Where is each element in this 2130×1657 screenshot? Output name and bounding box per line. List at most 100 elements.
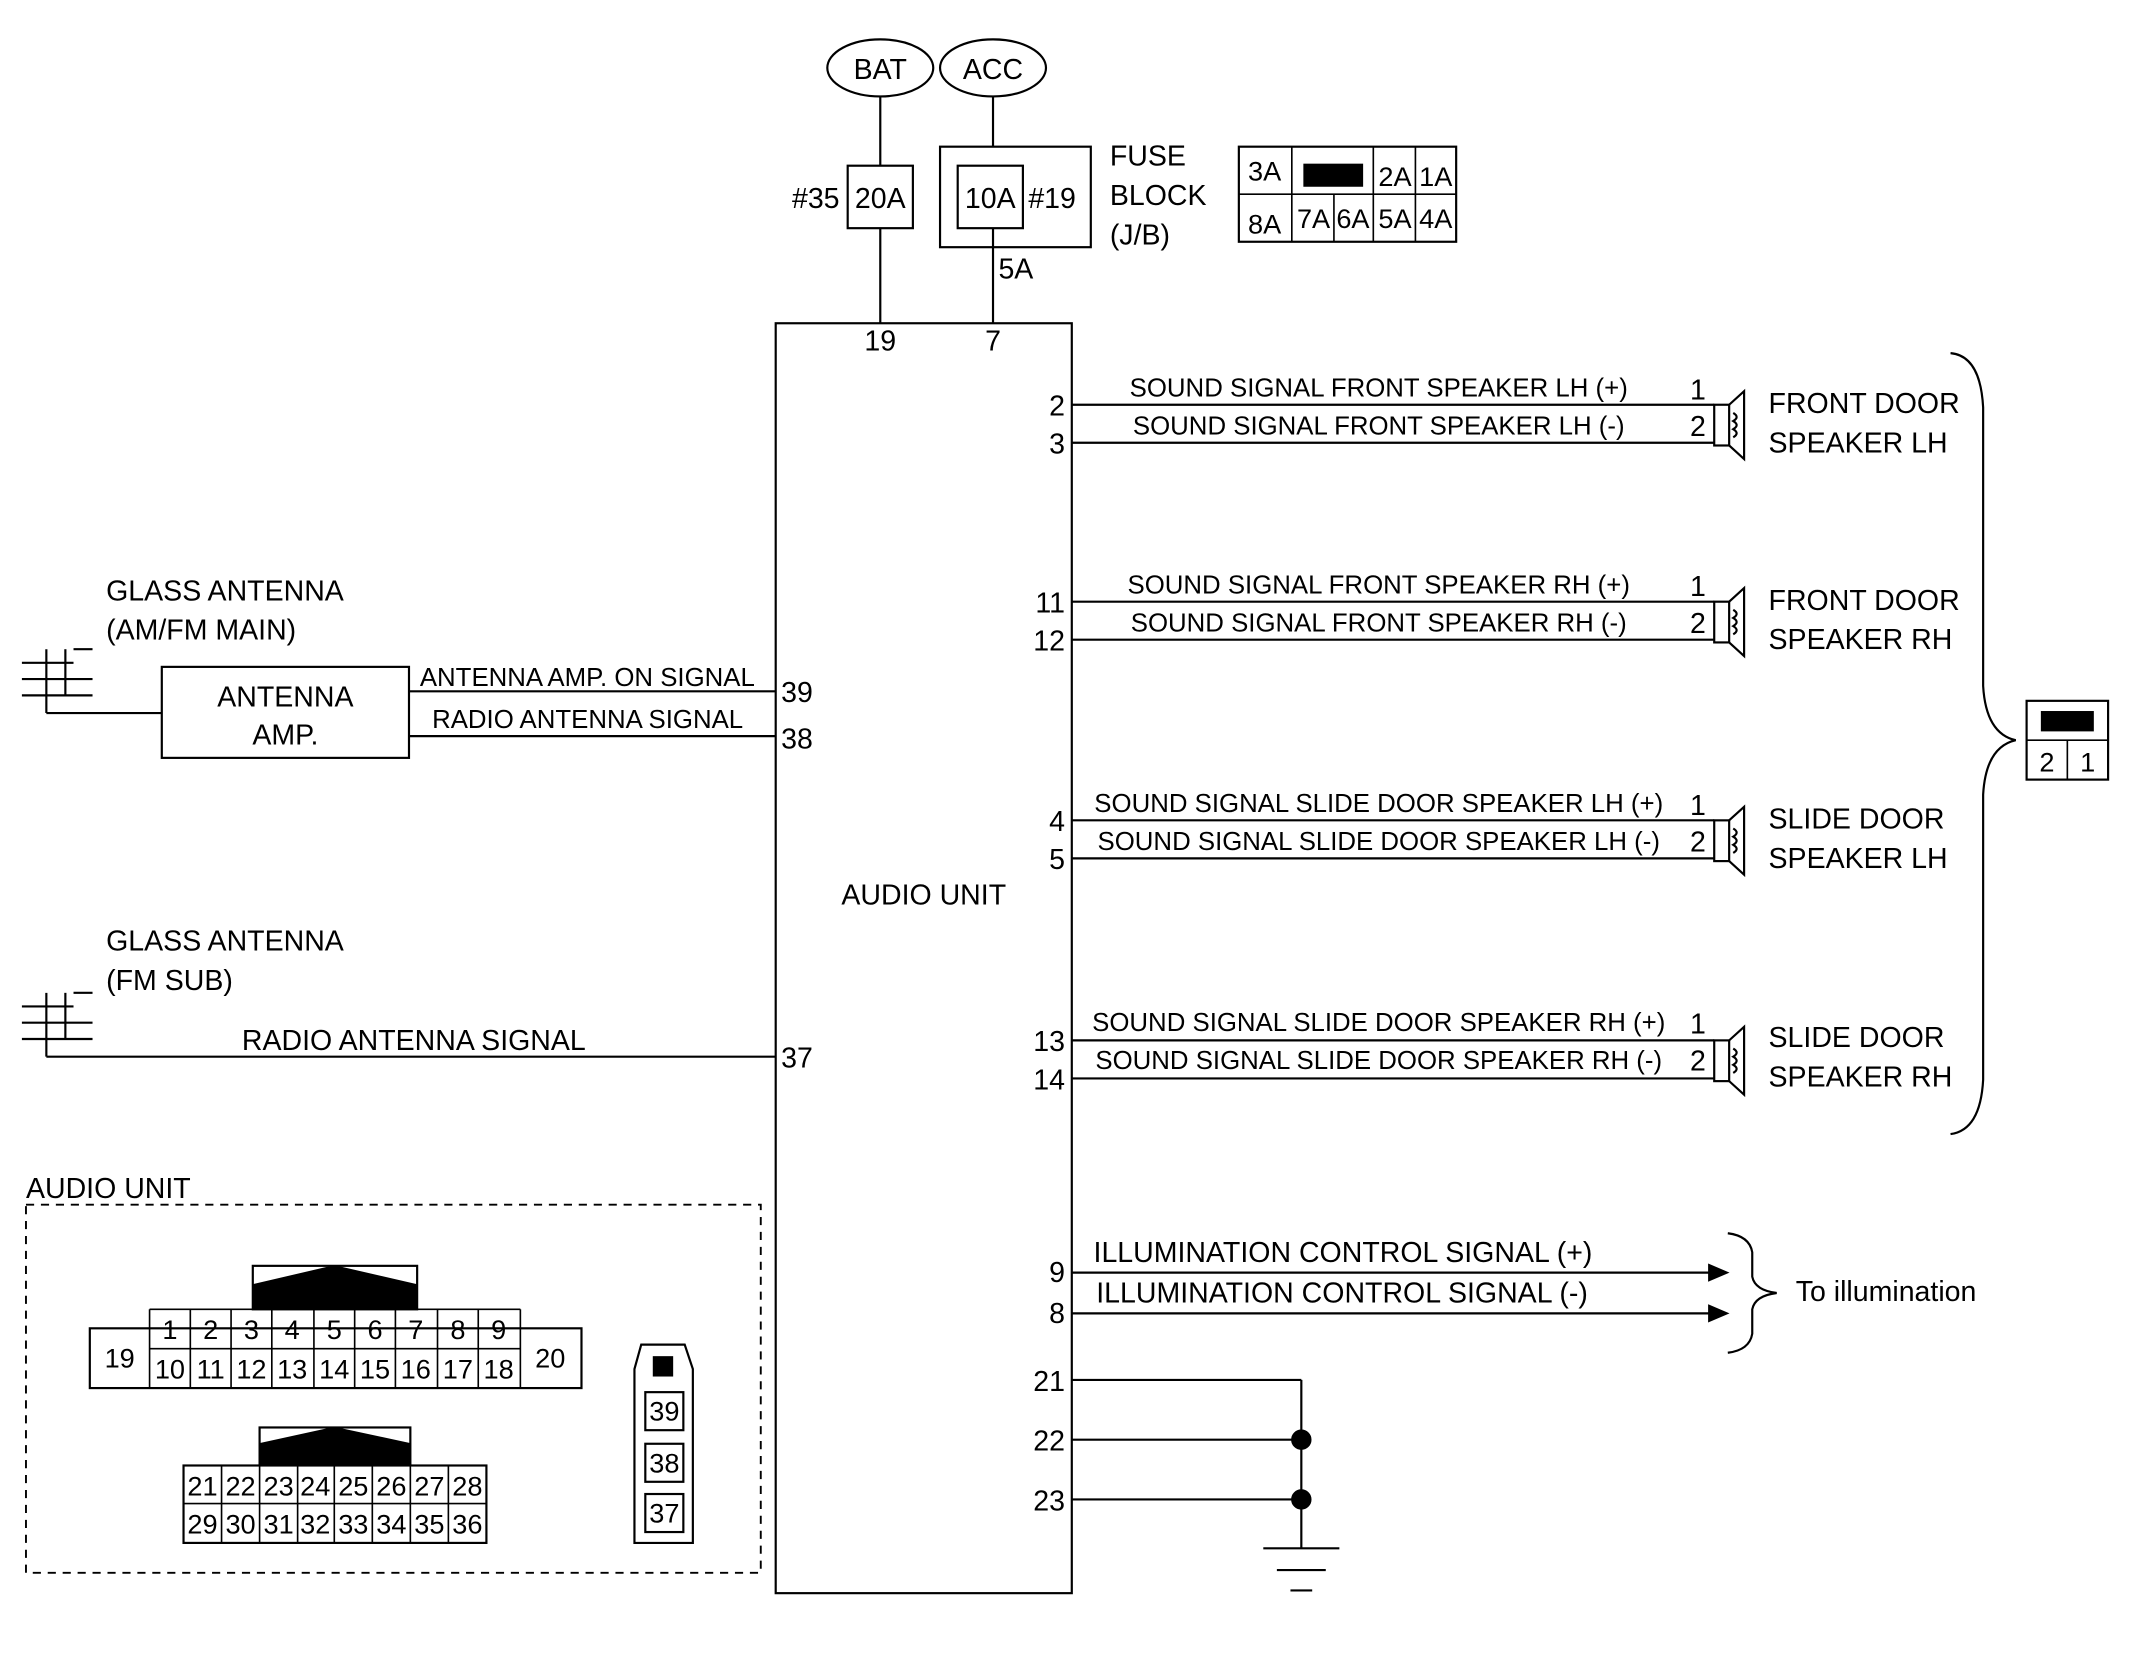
- fb-pin-8a: 8A: [1248, 209, 1282, 240]
- front-rh-plus-label: SOUND SIGNAL FRONT SPEAKER RH (+): [1128, 572, 1630, 600]
- front-rh-pin-2: 2: [1690, 608, 1706, 640]
- audio-unit-label: AUDIO UNIT: [841, 880, 1006, 912]
- speaker-icon: [1713, 1024, 1746, 1098]
- glass-antenna-main-icon: [21, 648, 162, 715]
- c2-pin: 29: [187, 1508, 217, 1539]
- radio-antenna-signal-1: RADIO ANTENNA SIGNAL: [432, 706, 743, 734]
- fb-pin-2a: 2A: [1378, 161, 1412, 192]
- c1-pin: 17: [443, 1354, 473, 1385]
- glass-antenna-main-label-1: GLASS ANTENNA: [106, 575, 344, 607]
- front-door-speaker-rh-label-1: FRONT DOOR: [1769, 585, 1960, 617]
- pin-7: 7: [985, 325, 1001, 357]
- speaker-icon: [1713, 388, 1746, 462]
- audio-unit-box: [774, 322, 1073, 1595]
- c1-pin: 3: [244, 1314, 259, 1345]
- pin-5: 5: [1049, 844, 1065, 876]
- speaker-slide-lh-circuit: 4 5 SOUND SIGNAL SLIDE DOOR SPEAKER LH (…: [1049, 790, 1948, 878]
- antenna-amp-on-signal: ANTENNA AMP. ON SIGNAL: [420, 664, 755, 692]
- slide-door-speaker-lh-label-1: SLIDE DOOR: [1769, 804, 1945, 836]
- c1-pin: 16: [401, 1354, 431, 1385]
- radio-antenna-signal-2: RADIO ANTENNA SIGNAL: [242, 1025, 586, 1057]
- fuse-tap-label: 5A: [998, 253, 1033, 285]
- c3-pin-38: 38: [649, 1447, 679, 1478]
- connector-lock-tab: [2040, 711, 2094, 732]
- illumination-plus-label: ILLUMINATION CONTROL SIGNAL (+): [1094, 1237, 1593, 1269]
- speaker-conn-pin-2: 2: [2039, 746, 2054, 777]
- connector-lock-tab: [652, 1356, 674, 1377]
- c1-pin: 4: [285, 1314, 300, 1345]
- c1-pin: 14: [319, 1354, 349, 1385]
- c2-pin: 32: [300, 1508, 330, 1539]
- slide-lh-pin-1: 1: [1690, 790, 1706, 822]
- pin-21: 21: [1033, 1366, 1065, 1398]
- pin-23: 23: [1033, 1485, 1065, 1517]
- speaker-connector: 2 1: [2025, 699, 2110, 781]
- antenna-amp-label-1: ANTENNA: [217, 681, 353, 713]
- c1-pin: 8: [450, 1314, 465, 1345]
- pin-8: 8: [1049, 1298, 1065, 1330]
- c1-pin: 12: [236, 1354, 266, 1385]
- c1-pin: 15: [360, 1354, 390, 1385]
- slide-rh-plus-label: SOUND SIGNAL SLIDE DOOR SPEAKER RH (+): [1092, 1009, 1665, 1037]
- speaker-front-lh-circuit: 2 3 SOUND SIGNAL FRONT SPEAKER LH (+) SO…: [1049, 374, 1960, 462]
- pin-11: 11: [1035, 588, 1065, 620]
- front-lh-pin-2: 2: [1690, 411, 1706, 443]
- audio-connector-3: 39 38 37: [633, 1343, 694, 1544]
- pin-39: 39: [781, 677, 813, 709]
- glass-antenna-sub-label-1: GLASS ANTENNA: [106, 926, 344, 958]
- connector-lock-tab: [1303, 163, 1364, 187]
- illumination-brace: [1727, 1232, 1777, 1354]
- c3-pin-39: 39: [649, 1396, 679, 1427]
- fuse-block-label-1: FUSE: [1110, 141, 1186, 173]
- c2-pin: 24: [300, 1470, 330, 1501]
- glass-antenna-main-label-2: (AM/FM MAIN): [106, 615, 296, 647]
- c1-pin: 10: [155, 1354, 185, 1385]
- slide-door-speaker-rh-label-2: SPEAKER RH: [1769, 1062, 1953, 1094]
- front-door-speaker-lh-label-2: SPEAKER LH: [1769, 427, 1948, 459]
- ground-icon: [1263, 1547, 1340, 1592]
- fb-pin-6a: 6A: [1336, 203, 1370, 234]
- speaker-front-rh-circuit: 11 12 SOUND SIGNAL FRONT SPEAKER RH (+) …: [1033, 571, 1960, 659]
- glass-antenna-sub-label-2: (FM SUB): [106, 965, 233, 997]
- speaker-icon: [1713, 804, 1746, 878]
- slide-rh-pin-1: 1: [1690, 1009, 1706, 1041]
- ground-circuit: 21 22 23: [1033, 1366, 1340, 1592]
- pin-4: 4: [1049, 806, 1065, 838]
- c2-pin: 23: [263, 1470, 293, 1501]
- pin-9: 9: [1049, 1257, 1065, 1289]
- acc-terminal: ACC: [938, 38, 1048, 98]
- audio-connector-2: 21 22 23 24 25 26 27 28 29 30 31 32 33 3…: [182, 1426, 488, 1544]
- acc-label: ACC: [963, 54, 1023, 86]
- speaker-icon: [1713, 585, 1746, 659]
- bat-terminal: BAT: [826, 38, 935, 98]
- c1-pin: 9: [491, 1314, 506, 1345]
- pin-38: 38: [781, 723, 813, 755]
- c2-pin: 36: [452, 1508, 482, 1539]
- to-illumination-label: To illumination: [1796, 1276, 1977, 1308]
- slide-lh-pin-2: 2: [1690, 827, 1706, 859]
- c2-pin: 25: [338, 1470, 368, 1501]
- c3-pin-37: 37: [649, 1498, 679, 1529]
- c1-pin: 5: [327, 1314, 342, 1345]
- pin-3: 3: [1049, 429, 1065, 461]
- pin-19: 19: [864, 325, 896, 357]
- c1-pin: 18: [484, 1354, 514, 1385]
- fuse-19: [956, 164, 1024, 230]
- front-lh-plus-label: SOUND SIGNAL FRONT SPEAKER LH (+): [1130, 375, 1628, 403]
- antenna-amp-box: [160, 665, 411, 759]
- splice-point: [1291, 1429, 1312, 1450]
- connector-view-frame: [25, 1203, 762, 1574]
- c2-pin: 35: [414, 1508, 444, 1539]
- c1-pin: 13: [277, 1354, 307, 1385]
- pin-12: 12: [1033, 626, 1065, 658]
- fb-pin-4a: 4A: [1419, 203, 1453, 234]
- slide-door-speaker-lh-label-2: SPEAKER LH: [1769, 843, 1948, 875]
- fb-pin-1a: 1A: [1419, 161, 1453, 192]
- c1-pin: 7: [408, 1314, 423, 1345]
- c2-pin: 26: [376, 1470, 406, 1501]
- pin-22: 22: [1033, 1426, 1065, 1458]
- glass-antenna-sub-icon: [21, 991, 776, 1058]
- c1-pin: 2: [203, 1314, 218, 1345]
- illumination-circuit: 9 8 ILLUMINATION CONTROL SIGNAL (+) ILLU…: [1049, 1232, 1977, 1354]
